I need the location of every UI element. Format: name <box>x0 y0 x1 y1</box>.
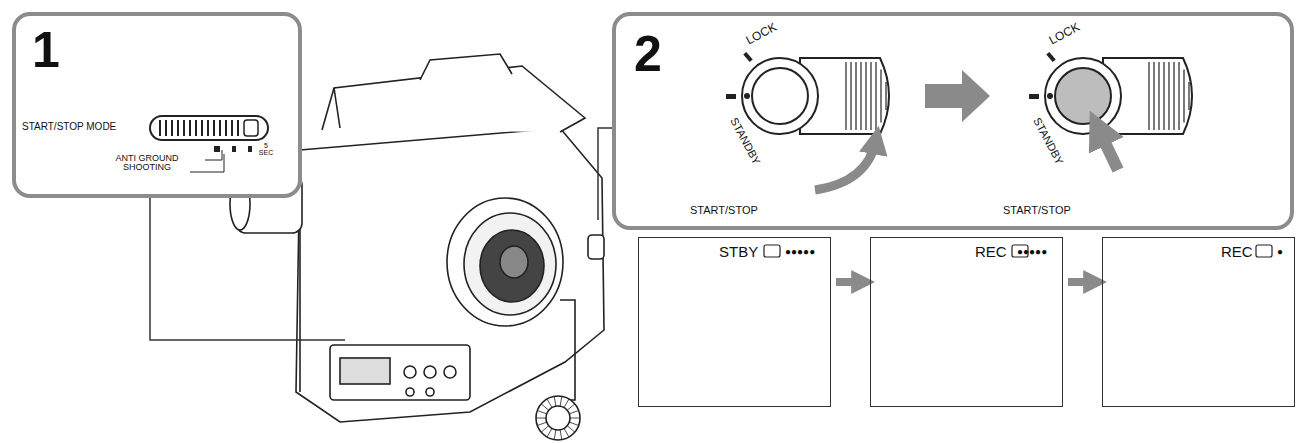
sequence-arrow <box>836 278 856 286</box>
sequence-arrow <box>1068 278 1088 286</box>
press-arrow <box>1098 128 1118 170</box>
step-panel: 2 <box>612 12 1294 230</box>
step-arrow <box>925 70 990 122</box>
screen-indicator: REC <box>975 244 1007 260</box>
leader-line <box>150 198 345 340</box>
screen-indicator: STBY <box>719 244 758 260</box>
viewfinder-screen: REC ● <box>1102 237 1295 407</box>
viewfinder-screen: REC ●●●●● <box>870 237 1063 407</box>
step-number: 1 <box>32 24 60 77</box>
battery-dots: ● <box>1277 247 1283 258</box>
viewfinder-screen: STBY ●●●●● <box>638 237 831 407</box>
control-label: STANDBY <box>1031 116 1065 167</box>
control-label: START/STOP <box>690 205 758 217</box>
step-number: 2 <box>634 28 662 81</box>
start-stop-dial <box>1029 52 1192 134</box>
control-label: START/STOP MODE <box>22 122 116 133</box>
start-stop-dial <box>726 52 889 134</box>
battery-dots: ●●●●● <box>1017 247 1047 258</box>
control-label: 5 SEC <box>258 142 274 157</box>
control-label: STANDBY <box>728 116 762 167</box>
control-label: LOCK <box>1047 21 1082 47</box>
battery-dots: ●●●●● <box>785 247 815 258</box>
leader-line <box>598 128 612 220</box>
turn-arrow <box>815 140 876 190</box>
control-label: ANTI GROUND SHOOTING <box>114 154 180 173</box>
screen-indicator: REC <box>1221 244 1253 260</box>
mode-icon <box>764 245 1272 257</box>
control-label: LOCK <box>744 21 779 47</box>
control-label: START/STOP <box>1003 205 1071 217</box>
